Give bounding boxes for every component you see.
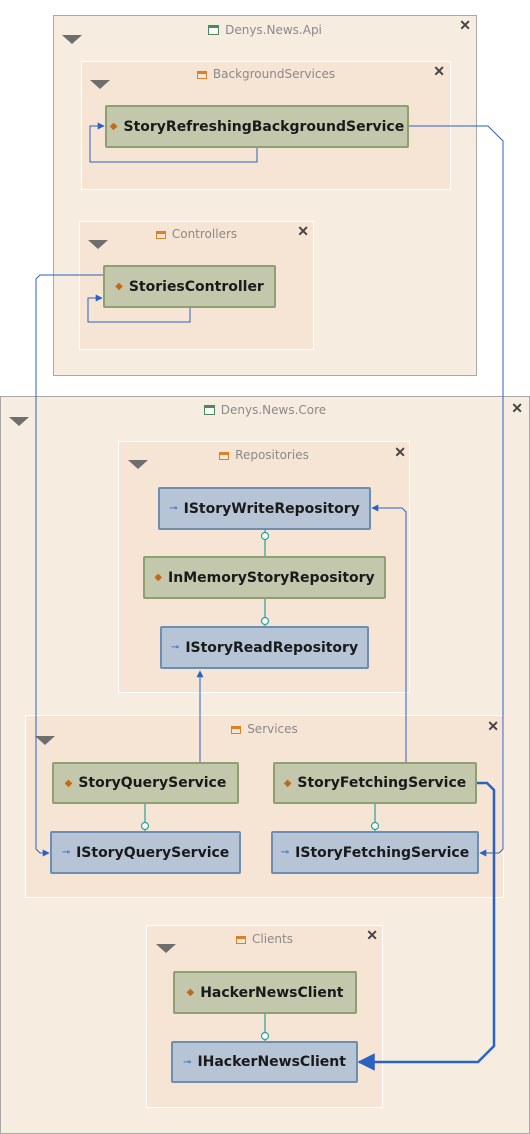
- interface-icon: ⊸: [280, 847, 290, 858]
- group-title: Denys.News.Core: [1, 403, 529, 417]
- node-label: IHackerNewsClient: [197, 1054, 346, 1070]
- close-icon[interactable]: ✕: [487, 718, 499, 734]
- implements-circle-icon: [260, 616, 270, 626]
- collapse-triangle-icon[interactable]: [9, 417, 29, 426]
- node-istory-query-service[interactable]: ⊸ IStoryQueryService: [50, 831, 241, 874]
- group-title-text: Clients: [252, 932, 293, 946]
- assembly-icon: [208, 25, 220, 35]
- collapse-triangle-icon[interactable]: [156, 944, 176, 953]
- self-link-story-refreshing[interactable]: [89, 122, 258, 163]
- node-label: StoryQueryService: [78, 775, 227, 791]
- group-title-text: Denys.News.Core: [220, 403, 327, 417]
- node-in-memory-story-repository[interactable]: ◆ InMemoryStoryRepository: [143, 556, 386, 599]
- group-title: Services: [26, 722, 503, 736]
- group-title-text: Services: [247, 722, 298, 736]
- link-storyfetchingservice-to-istorywriterepository[interactable]: [371, 504, 407, 762]
- group-title: Denys.News.Api: [54, 23, 476, 37]
- node-label: IStoryReadRepository: [185, 639, 359, 656]
- node-label: StoryFetchingService: [297, 775, 467, 791]
- node-hacker-news-client[interactable]: ◆ HackerNewsClient: [173, 971, 357, 1014]
- group-title: Clients: [147, 932, 382, 946]
- implements-circle-icon: [370, 821, 380, 831]
- group-title-text: Denys.News.Api: [225, 23, 322, 37]
- node-istory-fetching-service[interactable]: ⊸ IStoryFetchingService: [271, 831, 479, 874]
- node-story-fetching-service[interactable]: ◆ StoryFetchingService: [273, 762, 477, 804]
- class-icon: ◆: [109, 121, 118, 132]
- close-icon[interactable]: ✕: [394, 444, 406, 460]
- interface-icon: ⊸: [183, 1056, 192, 1068]
- node-label: StoryRefreshingBackgroundService: [123, 118, 405, 135]
- close-icon[interactable]: ✕: [511, 400, 523, 416]
- group-title-text: Repositories: [235, 448, 309, 462]
- class-icon: ◆: [115, 281, 123, 292]
- group-title: BackgroundServices: [82, 67, 450, 81]
- assembly-icon: [203, 405, 215, 415]
- node-istory-write-repository[interactable]: ⊸ IStoryWriteRepository: [158, 487, 371, 530]
- namespace-folder-icon: [196, 71, 207, 79]
- node-label: HackerNewsClient: [200, 984, 344, 1001]
- node-istory-read-repository[interactable]: ⊸ IStoryReadRepository: [160, 626, 369, 669]
- interface-icon: ⊸: [61, 847, 71, 858]
- close-icon[interactable]: ✕: [366, 927, 378, 943]
- close-icon[interactable]: ✕: [459, 17, 471, 33]
- interface-icon: ⊸: [169, 503, 178, 514]
- namespace-folder-icon: [219, 452, 230, 460]
- node-label: IStoryQueryService: [76, 844, 230, 861]
- group-title-text: BackgroundServices: [212, 67, 336, 81]
- node-stories-controller[interactable]: ◆ StoriesController: [103, 265, 276, 308]
- group-title: Repositories: [119, 448, 409, 462]
- node-label: StoriesController: [128, 278, 264, 295]
- interface-icon: ⊸: [170, 642, 180, 653]
- group-title: Controllers: [80, 227, 313, 241]
- class-icon: ◆: [283, 777, 292, 789]
- collapse-triangle-icon[interactable]: [35, 736, 55, 745]
- link-story-refreshing-to-istoryfetchingservice[interactable]: [409, 125, 504, 857]
- namespace-folder-icon: [155, 231, 166, 239]
- close-icon[interactable]: ✕: [297, 223, 309, 239]
- node-label: IStoryFetchingService: [295, 844, 470, 861]
- node-ihacker-news-client[interactable]: ⊸ IHackerNewsClient: [171, 1041, 358, 1083]
- collapse-triangle-icon[interactable]: [128, 460, 148, 469]
- node-story-refreshing-background-service[interactable]: ◆ StoryRefreshingBackgroundService: [105, 105, 409, 148]
- link-storyfetchingservice-to-ihackernewsclient[interactable]: [357, 781, 496, 1071]
- link-stories-controller-to-istoryqueryservice[interactable]: [35, 274, 103, 857]
- class-icon: ◆: [64, 777, 73, 789]
- group-title-text: Controllers: [171, 227, 238, 241]
- class-icon: ◆: [186, 987, 195, 998]
- close-icon[interactable]: ✕: [433, 63, 445, 79]
- implements-circle-icon: [260, 1031, 270, 1041]
- class-icon: ◆: [154, 572, 163, 583]
- collapse-triangle-icon[interactable]: [90, 80, 110, 89]
- collapse-triangle-icon[interactable]: [62, 35, 82, 44]
- node-label: InMemoryStoryRepository: [168, 569, 375, 586]
- namespace-folder-icon: [236, 936, 246, 944]
- namespace-folder-icon: [231, 726, 242, 734]
- collapse-triangle-icon[interactable]: [88, 240, 108, 249]
- node-label: IStoryWriteRepository: [183, 500, 360, 517]
- implements-circle-icon: [260, 531, 270, 541]
- node-story-query-service[interactable]: ◆ StoryQueryService: [52, 762, 239, 804]
- implements-circle-icon: [140, 821, 150, 831]
- self-link-stories-controller[interactable]: [87, 294, 191, 323]
